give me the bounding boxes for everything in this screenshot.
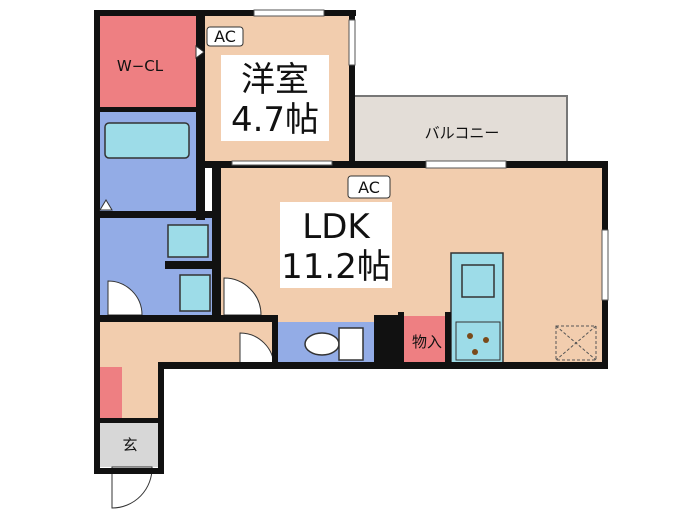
ac-label-western-room: AC <box>214 27 236 46</box>
balcony-label: バルコニー <box>425 124 500 142</box>
ldk-label-bg <box>280 202 392 288</box>
wash-basin <box>167 224 209 258</box>
bathtub <box>104 122 190 159</box>
entrance-label: 玄 <box>122 436 137 454</box>
ac-unit-western-room <box>206 26 244 47</box>
ac-label-ldk: AC <box>358 178 380 197</box>
ceiling-vent-diagonal <box>555 325 597 361</box>
ac-unit-ldk <box>347 175 391 199</box>
western-room-size: 4.7帖 <box>231 100 319 140</box>
windows <box>231 9 609 301</box>
stove-burner <box>467 333 473 339</box>
toilet-bowl <box>304 332 340 356</box>
toilet-tank <box>338 327 364 361</box>
door-mark <box>99 199 113 211</box>
door-mark <box>195 45 205 59</box>
stove-burner <box>483 337 489 343</box>
washing-machine-space <box>179 274 211 312</box>
ldk-name: LDK <box>302 207 371 247</box>
storage <box>404 316 451 368</box>
entrance <box>98 422 162 467</box>
ldk-door <box>223 277 262 316</box>
walk-in-closet-label: W−CL <box>117 57 164 75</box>
kitchen-sink <box>461 264 495 298</box>
stove-burner <box>472 349 478 355</box>
storage-label: 物入 <box>412 333 442 351</box>
hallway-lower <box>122 367 162 422</box>
western-room-label-bg <box>221 55 329 141</box>
walk-in-closet <box>98 15 196 110</box>
ceiling-vent <box>555 325 597 361</box>
ldk-size: 11.2帖 <box>281 247 391 287</box>
washroom-door <box>107 280 143 316</box>
western-room-name: 洋室 <box>241 60 309 100</box>
balcony <box>348 95 568 168</box>
stove <box>455 321 501 361</box>
shoe-closet <box>98 367 122 422</box>
